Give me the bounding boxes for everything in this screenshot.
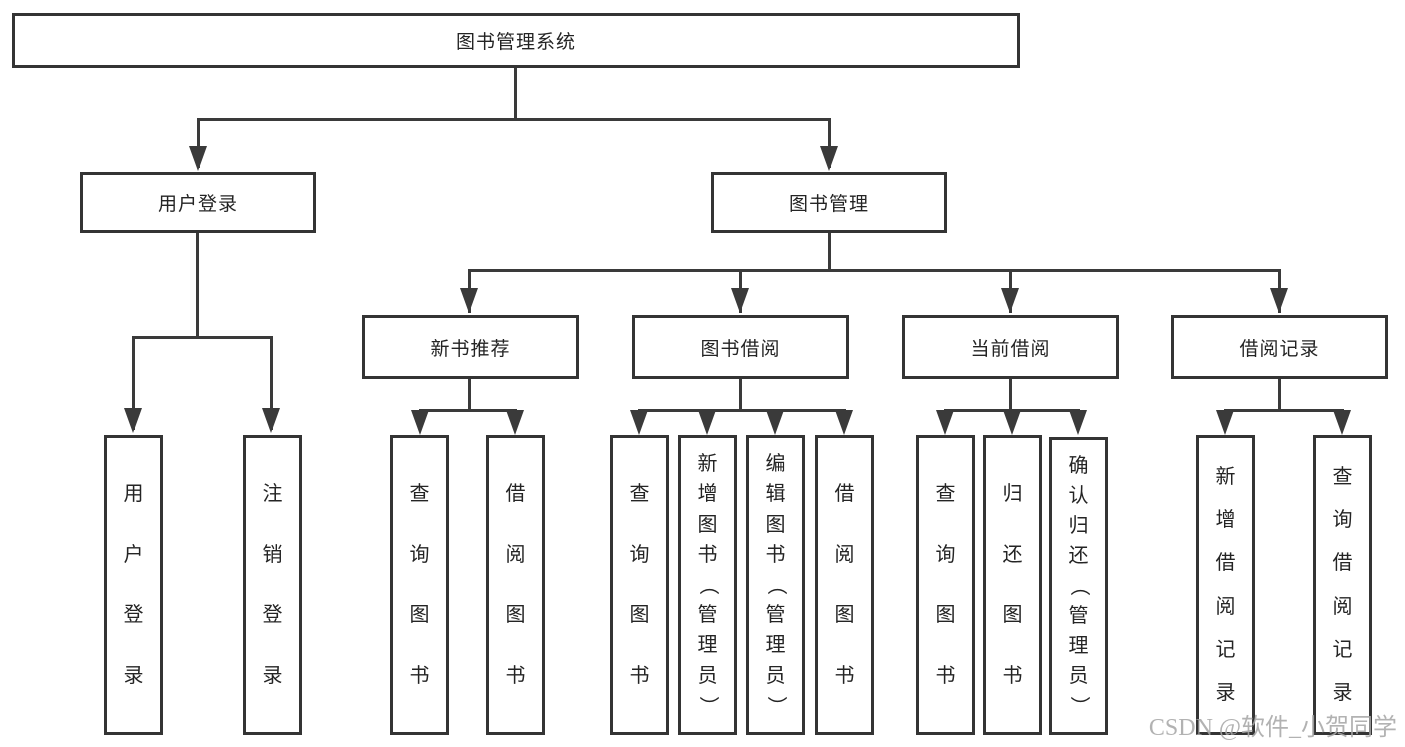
node-label: 图书管理 [788, 194, 869, 215]
node-book-management: 图书管理 [711, 172, 947, 233]
node-label: 新增借阅记录 [1215, 466, 1236, 704]
arrow-down-icon [460, 288, 478, 313]
connector-line [270, 336, 273, 430]
node-label: 借阅图书 [505, 483, 526, 687]
node-label: 查询图书 [629, 483, 650, 687]
arrow-down-icon [506, 410, 524, 435]
node-label: 用户登录 [123, 483, 144, 687]
leaf-add-borrow-record: 新增借阅记录 [1196, 435, 1255, 735]
connector-line [638, 409, 846, 412]
node-new-book-recommend: 新书推荐 [362, 315, 579, 379]
connector-line [196, 233, 199, 338]
node-library-system: 图书管理系统 [12, 13, 1020, 68]
arrow-down-icon [1270, 288, 1288, 313]
node-label: 查询图书 [409, 483, 430, 687]
connector-line [1224, 409, 1344, 412]
node-label: 编辑图书（管理员） [764, 453, 787, 716]
node-user-login: 用户登录 [80, 172, 316, 233]
node-label: 当前借阅 [970, 338, 1051, 360]
node-label: 图书管理系统 [455, 32, 576, 53]
node-label: 归还图书 [1002, 483, 1023, 687]
node-label: 查询借阅记录 [1332, 466, 1353, 704]
node-label: 借阅图书 [834, 483, 855, 687]
connector-line [197, 118, 200, 168]
arrow-down-icon [630, 410, 648, 435]
connector-line [1278, 379, 1281, 411]
arrow-down-icon [698, 410, 716, 435]
connector-line [739, 379, 742, 411]
arrow-down-icon [1001, 288, 1019, 313]
leaf-query-books-borrowing: 查询图书 [610, 435, 669, 735]
connector-line [828, 233, 831, 271]
arrow-down-icon [189, 146, 207, 171]
connector-line [514, 68, 517, 120]
leaf-logout: 注销登录 [243, 435, 302, 735]
node-borrow-records: 借阅记录 [1171, 315, 1388, 379]
node-current-borrowing: 当前借阅 [902, 315, 1119, 379]
connector-line [828, 118, 831, 168]
leaf-confirm-return-admin: 确认归还（管理员） [1049, 437, 1108, 735]
leaf-add-books-admin: 新增图书（管理员） [678, 435, 737, 735]
node-label: 注销登录 [262, 483, 283, 687]
leaf-return-books: 归还图书 [983, 435, 1042, 735]
connector-line [197, 118, 831, 121]
leaf-borrow-books-recommend: 借阅图书 [486, 435, 545, 735]
arrow-down-icon [262, 408, 280, 433]
leaf-edit-books-admin: 编辑图书（管理员） [746, 435, 805, 735]
connector-line [132, 336, 135, 430]
node-label: 新增图书（管理员） [696, 453, 719, 716]
arrow-down-icon [731, 288, 749, 313]
arrow-down-icon [1069, 410, 1087, 435]
connector-line [132, 336, 273, 339]
arrow-down-icon [936, 410, 954, 435]
connector-line [419, 409, 517, 412]
node-label: 确认归还（管理员） [1067, 455, 1090, 716]
connector-line [468, 269, 1281, 272]
csdn-watermark: CSDN @软件_小贺同学 [1148, 715, 1397, 741]
node-label: 借阅记录 [1239, 338, 1320, 360]
connector-line [1009, 379, 1012, 411]
arrow-down-icon [766, 410, 784, 435]
node-book-borrowing: 图书借阅 [632, 315, 849, 379]
leaf-query-borrow-record: 查询借阅记录 [1313, 435, 1372, 735]
arrow-down-icon [1216, 410, 1234, 435]
leaf-borrow-books: 借阅图书 [815, 435, 874, 735]
arrow-down-icon [411, 410, 429, 435]
connector-line [468, 379, 471, 411]
arrow-down-icon [1003, 410, 1021, 435]
node-label: 查询图书 [935, 483, 956, 687]
arrow-down-icon [835, 410, 853, 435]
arrow-down-icon [1333, 410, 1351, 435]
arrow-down-icon [820, 146, 838, 171]
leaf-query-books-current: 查询图书 [916, 435, 975, 735]
node-label: 图书借阅 [700, 338, 781, 360]
arrow-down-icon [124, 408, 142, 433]
node-label: 用户登录 [157, 194, 238, 215]
leaf-query-books-recommend: 查询图书 [390, 435, 449, 735]
node-label: 新书推荐 [430, 338, 511, 360]
leaf-user-login: 用户登录 [104, 435, 163, 735]
